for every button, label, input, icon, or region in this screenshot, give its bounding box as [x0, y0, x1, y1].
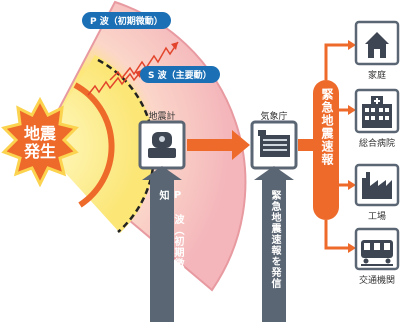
dest-factory-label: 工場: [367, 212, 386, 222]
alert-label: 緊急地震速報: [320, 88, 334, 166]
factory-icon: [362, 172, 392, 199]
jma-label: 気象庁: [260, 112, 288, 122]
dest-home-label: 家庭: [367, 71, 386, 81]
wave-sector-inner: [40, 55, 155, 233]
house-icon: [365, 32, 389, 58]
seismometer-label: 地震計: [148, 112, 176, 122]
s-wave-badge: S 波（主要動）: [140, 66, 220, 83]
jma-caption: 緊急地震速報を発信: [269, 190, 280, 289]
p-wave-badge: P 波（初期微動）: [82, 12, 171, 29]
distribution-arrowheads: [348, 40, 356, 253]
dest-transit-label: 交通機関: [358, 276, 395, 286]
seis-to-jma-arrow: [187, 130, 250, 160]
p-wave-squiggle-2: [87, 69, 143, 96]
alert-bar: [313, 80, 339, 220]
shock-arc: [73, 82, 115, 208]
arrowhead: [171, 42, 178, 50]
p-wave-squiggle: [109, 41, 179, 81]
train-icon: [361, 240, 393, 266]
epicenter-burst: [1, 96, 79, 188]
seismometer-caption: P 波（初期微動）を検知: [157, 190, 183, 313]
distribution-lines: [324, 43, 348, 250]
broadcast-arrow: [254, 166, 294, 322]
dest-hospital-label: 総合病院: [358, 139, 395, 149]
epicenter-line1: 地震: [23, 124, 56, 143]
detect-arrow: [142, 166, 182, 322]
epicenter-label: 地震 発生: [14, 125, 66, 161]
epicenter-line2: 発生: [23, 142, 56, 161]
